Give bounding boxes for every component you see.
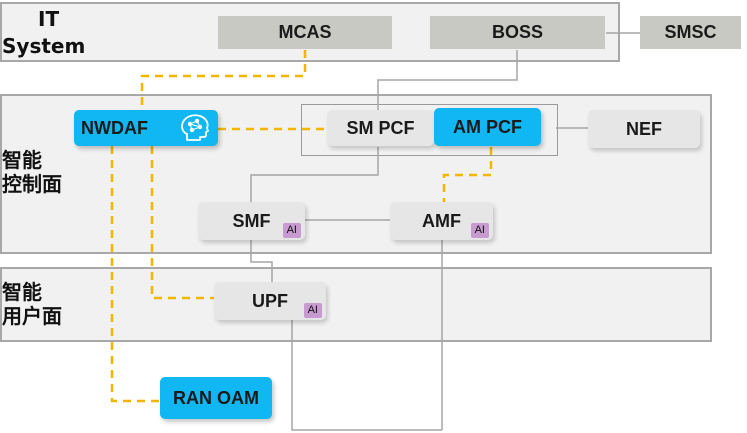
smf-ai-badge: AI bbox=[282, 223, 301, 238]
boss-label: BOSS bbox=[491, 22, 543, 42]
nwdaf-ran-link bbox=[110, 146, 160, 403]
user-plane-label-line1: 智能 bbox=[2, 280, 42, 304]
am-pcf-node[interactable]: AM PCF bbox=[434, 108, 541, 146]
it-system-label-line1: IT bbox=[38, 7, 60, 31]
user-plane-label: 智能 用户面 bbox=[2, 280, 62, 328]
control-plane-label: 智能 控制面 bbox=[2, 148, 62, 196]
upf-label: UPF bbox=[252, 290, 288, 311]
upf-node[interactable]: UPF AI bbox=[214, 282, 326, 320]
amf-node[interactable]: AMF AI bbox=[390, 202, 493, 240]
mcas-node[interactable]: MCAS bbox=[218, 16, 392, 49]
boss-smpcf-link bbox=[377, 50, 518, 110]
smsc-node[interactable]: SMSC bbox=[640, 16, 741, 49]
sm-pcf-node[interactable]: SM PCF bbox=[327, 110, 434, 146]
smf-node[interactable]: SMF AI bbox=[198, 202, 305, 240]
ampcf-amf-link bbox=[442, 147, 493, 203]
user-plane-label-line2: 用户面 bbox=[2, 304, 62, 328]
smf-upf-link bbox=[250, 240, 273, 283]
ai-brain-head-icon bbox=[181, 114, 209, 141]
nwdaf-label: NWDAF bbox=[81, 117, 148, 138]
it-system-label-2: System bbox=[2, 34, 85, 58]
nef-node[interactable]: NEF bbox=[588, 110, 700, 148]
sm-pcf-label: SM PCF bbox=[346, 117, 415, 138]
boss-node[interactable]: BOSS bbox=[430, 16, 605, 49]
mcas-nwdaf-link bbox=[140, 50, 307, 110]
nwdaf-node[interactable]: NWDAF bbox=[74, 110, 218, 146]
nef-label: NEF bbox=[626, 118, 662, 139]
user-plane-layer bbox=[0, 267, 712, 342]
am-pcf-label: AM PCF bbox=[453, 116, 522, 137]
smsc-label: SMSC bbox=[664, 22, 717, 42]
upf-ran-link bbox=[291, 320, 442, 431]
smf-label: SMF bbox=[232, 210, 271, 231]
control-plane-label-line1: 智能 bbox=[2, 148, 42, 172]
mcas-label: MCAS bbox=[278, 22, 332, 42]
pcf-group-box bbox=[301, 104, 558, 156]
it-system-label-line2: System bbox=[2, 34, 86, 58]
ran-oam-label: RAN OAM bbox=[173, 387, 259, 408]
control-plane-label-line2: 控制面 bbox=[2, 172, 62, 196]
amf-label: AMF bbox=[422, 210, 461, 231]
smpcf-smf-link bbox=[250, 147, 379, 203]
upf-ai-badge: AI bbox=[303, 303, 322, 318]
amf-ai-badge: AI bbox=[470, 223, 489, 238]
ran-oam-node[interactable]: RAN OAM bbox=[160, 377, 272, 419]
it-system-label: IT bbox=[38, 7, 59, 31]
